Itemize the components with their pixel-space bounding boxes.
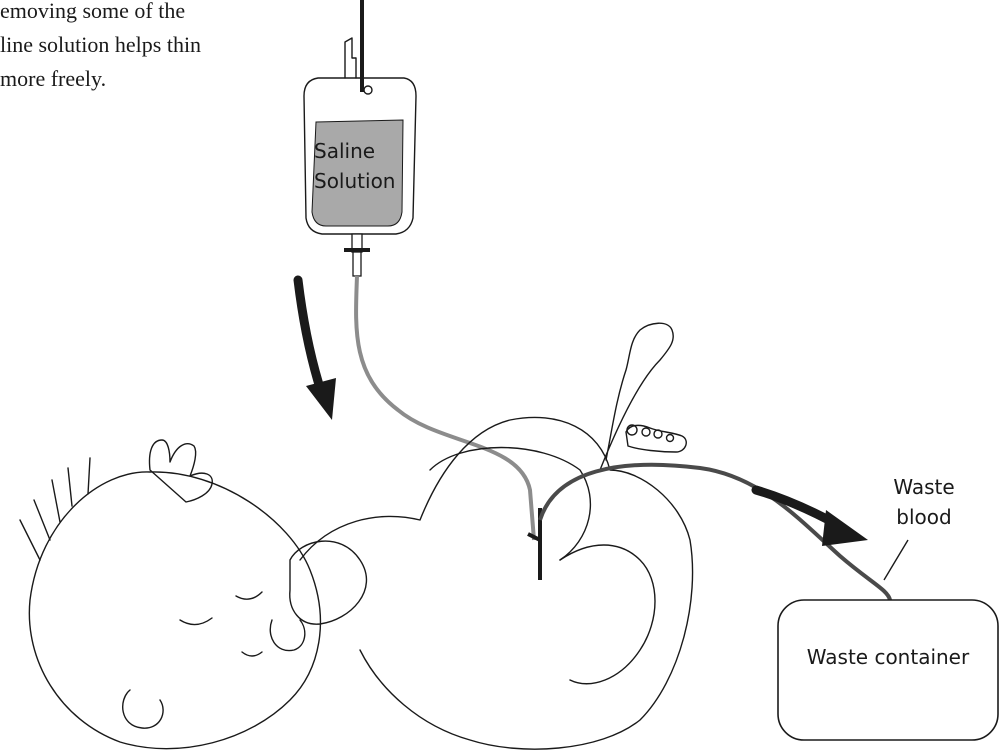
saline-tube [356,276,534,540]
baby-fist [270,620,305,651]
waste-container-box [778,600,998,740]
waste-blood-label-line-1: Waste [893,475,954,499]
baby-toe-3 [654,430,662,438]
saline-flow-arrow [298,280,336,420]
baby-mouth [242,652,262,656]
baby-head [29,472,320,749]
waste-blood-leader-line [884,540,908,580]
baby-toe-2 [642,428,650,436]
baby-toe-4 [667,435,674,442]
bag-hang-hole [364,86,372,94]
baby-lower-leg [560,545,655,684]
bag-hang-tab [345,38,356,78]
waste-blood-label-line-2: blood [896,505,951,529]
waste-flow-arrow [756,490,868,546]
waste-container-label: Waste container [807,645,970,669]
baby-diaper [430,448,590,561]
baby-illustration [20,323,693,749]
baby-ear [123,690,163,728]
bag-label-saline: Saline [314,139,375,163]
baby-foot [626,425,686,452]
waste-container: Waste container [778,600,998,740]
baby-eye-right [236,592,262,599]
bag-drip-chamber [353,252,361,276]
baby-hair [20,458,90,560]
baby-eye-left [180,618,212,625]
bag-label-solution: Solution [314,169,395,193]
baby-raised-hand [150,440,213,502]
